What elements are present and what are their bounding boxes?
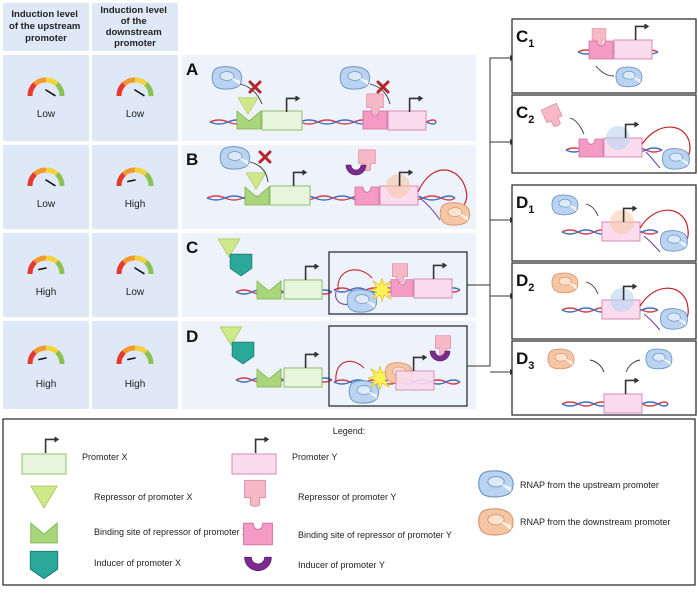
panel-d: D	[182, 321, 476, 409]
panel-d1-label: D1	[516, 193, 534, 216]
panel-c2: C2	[511, 94, 697, 174]
promoter-y	[613, 39, 653, 60]
row-3-downstream-level: Low	[126, 287, 145, 298]
legend-inducer-x: Inducer of promoter X	[94, 558, 181, 568]
gauge-needle-line	[127, 357, 136, 361]
row-1-upstream-level: Low	[37, 109, 56, 120]
header-downstream-line-4: promoter	[114, 38, 156, 49]
legend-repressor-y: Repressor of promoter Y	[298, 492, 396, 502]
gauge-needle-line	[134, 267, 145, 275]
rnap-upstream-icon	[659, 230, 688, 252]
legend-rnap-up: RNAP from the upstream promoter	[520, 480, 659, 490]
rnap-downstream-icon	[439, 202, 471, 226]
legend-rnap-down: RNAP from the downstream promoter	[520, 517, 670, 527]
svg-text:Induction level of the: Induction level of the downstream promot…	[100, 5, 169, 49]
promoter-y	[413, 278, 453, 299]
panel-c1-label: C1	[516, 27, 534, 50]
panel-c: C	[182, 233, 476, 317]
row-3-upstream-level: High	[36, 287, 57, 298]
row-4-downstream-level: High	[125, 379, 146, 390]
gauge-needle-r1-down	[127, 179, 136, 183]
panel-c1: C1	[511, 18, 697, 94]
promoter-x	[283, 367, 323, 388]
rnap-upstream-icon	[659, 308, 688, 330]
rnap-upstream-icon	[219, 146, 251, 170]
rnap-upstream-icon	[551, 194, 579, 216]
row-1-downstream-level: Low	[126, 109, 145, 120]
promoter-x	[261, 110, 303, 131]
header-upstream-line-2: of the upstream	[9, 21, 80, 32]
rnap-upstream-icon	[615, 66, 643, 88]
panel-c2-label: C2	[516, 103, 534, 126]
promoter-y	[395, 370, 435, 391]
panel-b-label: B	[186, 150, 198, 169]
header-upstream-line-3: promoter	[25, 33, 67, 44]
panel-a: A	[182, 55, 476, 141]
gauge-needle-line	[45, 89, 56, 97]
promoter-x	[283, 279, 323, 300]
gauge-needle-line	[38, 357, 47, 361]
panel-d3-label: D3	[516, 349, 534, 372]
gauge-needle-line	[127, 179, 136, 183]
zoom-box	[328, 251, 468, 315]
gauge-needle-r0-up	[45, 89, 56, 97]
gauge-needle-r1-up	[45, 179, 56, 187]
rnap-upstream-icon	[661, 148, 690, 170]
header-downstream-line-3: downstream	[106, 27, 162, 38]
promoter-x	[269, 185, 311, 206]
gauge-needle-r3-down	[127, 357, 136, 361]
gauge-needle-line	[38, 267, 47, 271]
legend-title: Legend:	[333, 426, 366, 436]
rnap-upstream-icon	[610, 288, 634, 312]
collision-icon	[370, 278, 394, 302]
rnap-downstream-icon	[386, 174, 410, 198]
gauge-needle-line	[45, 179, 56, 187]
row-2-upstream-level: Low	[37, 199, 56, 210]
rnap-downstream-icon	[610, 210, 634, 234]
rnap-downstream-icon	[547, 348, 575, 370]
rnap-upstream-icon	[211, 66, 243, 90]
legend-promoter-y: Promoter Y	[292, 452, 337, 462]
rnap-upstream-icon	[645, 348, 673, 370]
legend: Legend: Promoter X Repressor of promoter…	[2, 418, 696, 586]
legend-repressor-x: Repressor of promoter X	[94, 492, 193, 502]
rnap-downstream-icon	[551, 272, 579, 294]
panel-b: B	[182, 145, 476, 229]
gauge-needle-line	[134, 89, 145, 97]
legend-promoter-y-swatch	[231, 453, 277, 475]
legend-binding-y: Binding site of repressor of promoter Y	[298, 530, 452, 540]
svg-text:Induction level of the u: Induction level of the upstream promoter	[9, 9, 83, 44]
header-downstream-line-1: Induction level	[100, 5, 167, 16]
rnap-upstream-icon	[606, 126, 630, 150]
rnap-upstream-icon	[339, 66, 371, 90]
gauge-needle-r3-up	[38, 357, 47, 361]
promoter-y	[387, 110, 427, 131]
promoter-y	[603, 393, 643, 414]
panel-a-label: A	[186, 60, 198, 79]
panel-c-label: C	[186, 238, 198, 257]
panel-d1: D1	[511, 184, 697, 262]
gauge-needle-r2-down	[134, 267, 145, 275]
panel-d-label: D	[186, 327, 198, 346]
rnap-upstream-icon	[346, 289, 378, 313]
panel-d2-label: D2	[516, 271, 534, 294]
legend-rnap-upstream-icon	[478, 470, 514, 498]
gauge-needle-r0-down	[134, 89, 145, 97]
gauge-needle-r2-up	[38, 267, 47, 271]
induction-table: Induction level of the upstream promoter…	[3, 3, 178, 409]
connectors	[467, 57, 510, 373]
legend-promoter-x: Promoter X	[82, 452, 128, 462]
row-4-upstream-level: High	[36, 379, 57, 390]
legend-binding-x: Binding site of repressor of promoter X	[94, 527, 248, 537]
row-2-downstream-level: High	[125, 199, 146, 210]
header-downstream-line-2: of the	[121, 16, 147, 27]
header-upstream-line-1: Induction level	[11, 9, 78, 20]
legend-inducer-y: Inducer of promoter Y	[298, 560, 385, 570]
panel-d3: D3	[511, 340, 697, 416]
legend-promoter-x-swatch	[21, 453, 67, 475]
panel-d2: D2	[511, 262, 697, 340]
legend-rnap-downstream-icon	[478, 508, 514, 536]
